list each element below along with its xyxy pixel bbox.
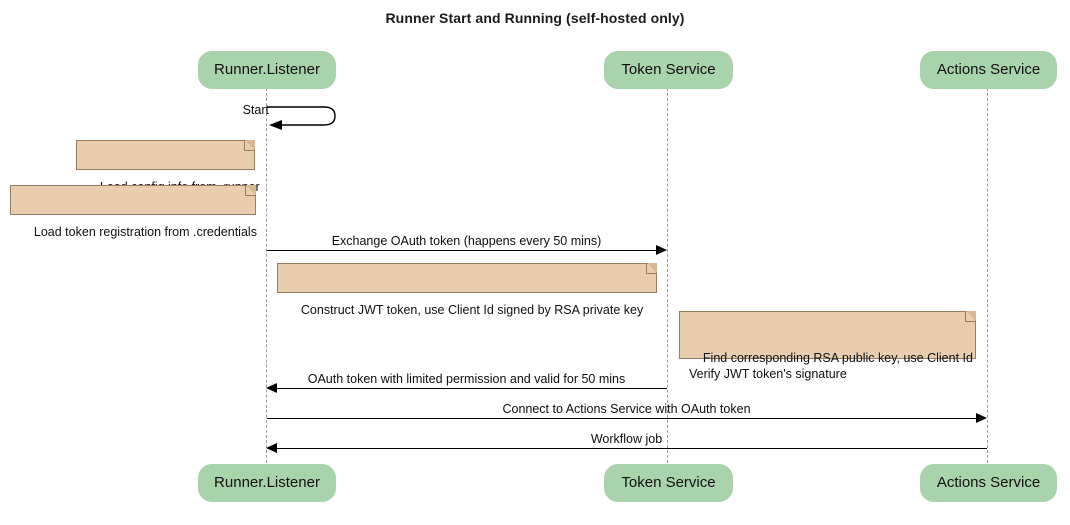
note-load-config-info: Load config info from .runner	[76, 140, 260, 194]
note-fold-corner-icon	[965, 311, 976, 322]
note-text: Find corresponding RSA public key, use C…	[689, 351, 973, 381]
participant-token-service-top[interactable]: Token Service	[604, 51, 733, 89]
note-fold-corner-icon	[646, 263, 657, 274]
message-label-start: Start	[242, 103, 269, 117]
message-line-connect-to-actions-service	[267, 418, 977, 419]
note-text: Load token registration from .credential…	[33, 225, 257, 239]
message-label-oauth-token-response: OAuth token with limited permission and …	[307, 372, 626, 386]
arrow-head-right-icon	[976, 413, 987, 423]
participant-runner-listener-bottom[interactable]: Runner.Listener	[198, 464, 336, 502]
self-message-start	[266, 100, 346, 136]
participant-actions-service-bottom[interactable]: Actions Service	[920, 464, 1057, 502]
lifeline-token	[667, 88, 668, 463]
message-label-exchange-oauth-token: Exchange OAuth token (happens every 50 m…	[331, 234, 602, 248]
message-line-exchange-oauth-token	[267, 250, 657, 251]
message-line-oauth-token-response	[277, 388, 667, 389]
lifeline-runner	[266, 88, 267, 463]
message-line-workflow-job	[277, 448, 987, 449]
message-label-workflow-job: Workflow job	[590, 432, 663, 446]
participant-token-service-bottom[interactable]: Token Service	[604, 464, 733, 502]
arrow-head-left-icon	[266, 443, 277, 453]
arrow-head-left-icon	[266, 383, 277, 393]
note-fold-corner-icon	[244, 140, 255, 151]
message-label-connect-to-actions-service: Connect to Actions Service with OAuth to…	[502, 402, 751, 416]
participant-actions-service-top[interactable]: Actions Service	[920, 51, 1057, 89]
note-text: Construct JWT token, use Client Id signe…	[300, 303, 644, 317]
note-construct-jwt-token: Construct JWT token, use Client Id signe…	[277, 263, 657, 317]
lifeline-actions	[987, 88, 988, 463]
note-fold-corner-icon	[245, 185, 256, 196]
note-verify-jwt-token: Find corresponding RSA public key, use C…	[679, 311, 976, 381]
page-title: Runner Start and Running (self-hosted on…	[385, 10, 685, 26]
arrow-head-right-icon	[656, 245, 667, 255]
participant-runner-listener-top[interactable]: Runner.Listener	[198, 51, 336, 89]
note-load-token-registration: Load token registration from .credential…	[10, 185, 257, 239]
